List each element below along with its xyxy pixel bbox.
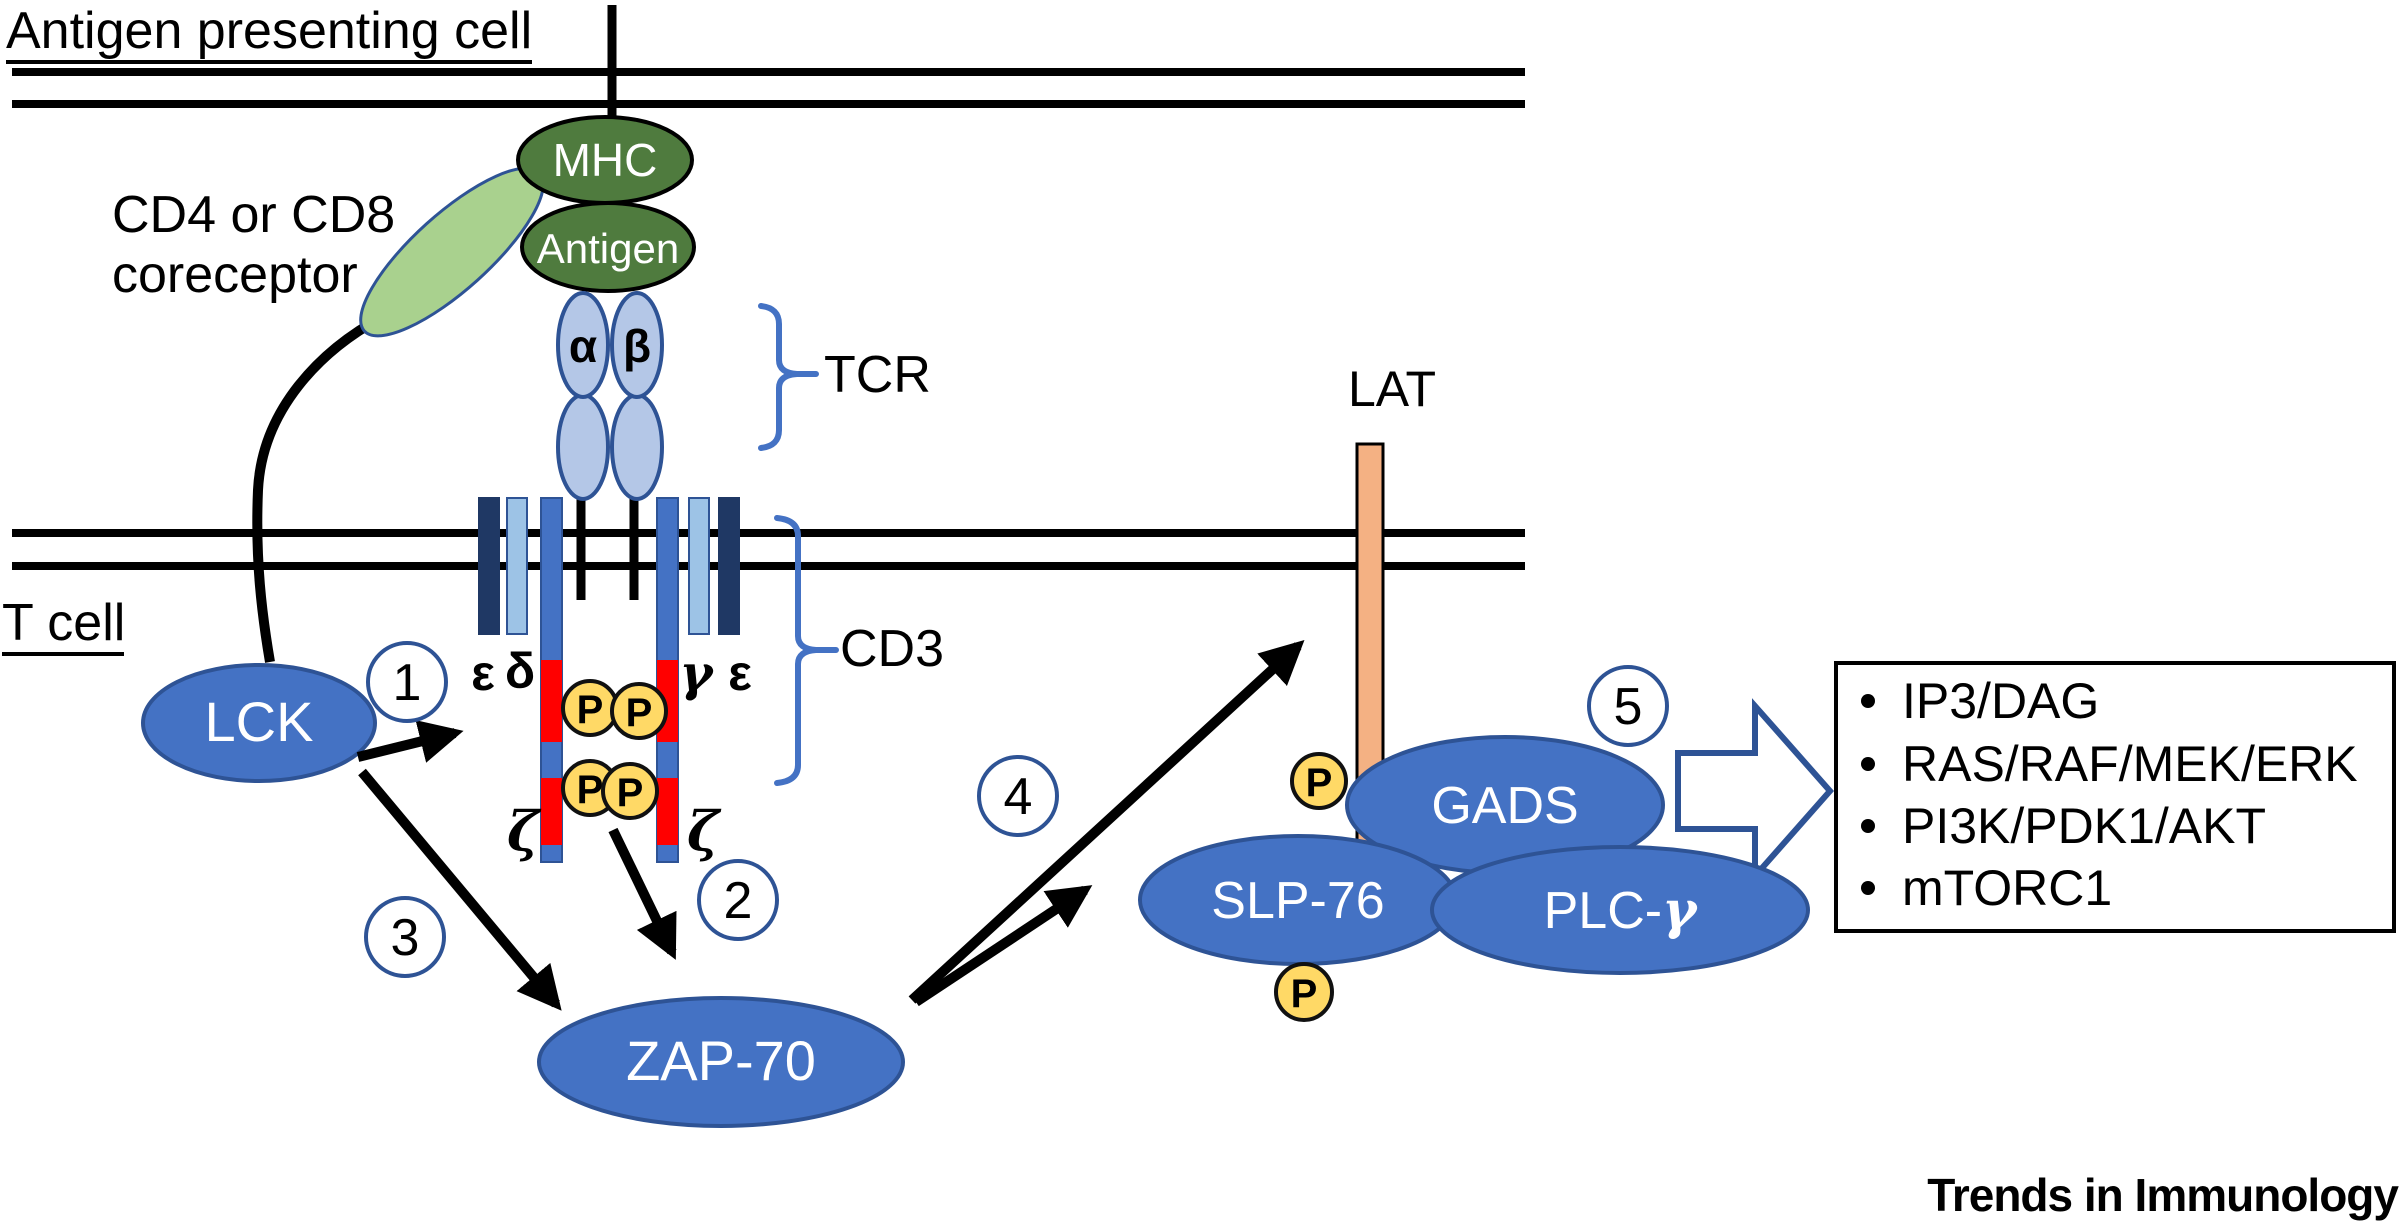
outputs-item-2: RAS/RAF/MEK/ERK [1902,736,2358,792]
tcr-label: TCR [824,346,931,404]
phospho-label: P [1306,761,1333,805]
phospho-circle-lat [1290,752,1348,810]
outputs-block-arrow [1675,698,1835,884]
outputs-box [1834,661,2396,933]
step-number-5: 5 [1614,678,1643,736]
tcr-beta-label: β [623,320,651,372]
mhc-label: MHC [553,134,658,186]
arrow-step4-to-lat [908,640,1305,1004]
phospho-label: P [577,688,604,732]
lck-label: LCK [205,690,314,753]
gads-label: GADS [1431,777,1578,835]
lck-ellipse [141,663,377,783]
step-circle-1 [366,641,448,723]
tcr-beta-lower-domain [610,393,664,501]
arrow-step4-to-slp76 [913,885,1093,1007]
zeta-left-itam-1 [541,660,562,742]
step-circle-3 [364,896,446,978]
phospho-circle-slp76 [1274,962,1334,1022]
phospho-circle-itam-2 [610,682,668,740]
tcr-beta-upper-domain [610,291,664,399]
outputs-item-1: IP3/DAG [1902,673,2099,729]
cd3-epsilon-left-label: ε [471,645,495,701]
zap70-ellipse [537,996,905,1128]
cd3-label: CD3 [840,620,944,678]
coreceptor-tail-line [252,311,387,663]
coreceptor-label-line2: coreceptor [112,246,358,304]
step-number-3: 3 [391,909,420,967]
antigen-label: Antigen [537,225,679,272]
cd3-epsilon-left-bar [478,497,500,635]
zeta-left-itam-2 [541,778,562,845]
phospho-label: P [626,691,653,735]
slp76-label: SLP-76 [1211,872,1384,930]
apc-label: Antigen presenting cell [6,2,532,60]
arrow-step2 [608,827,677,960]
bullet-dot-4 [1861,881,1875,895]
tcr-alpha-upper-domain [556,291,610,399]
cd3-gamma-bar [688,497,710,635]
cd3-epsilon-right-bar [718,497,740,635]
arrow-step3 [358,768,562,1011]
plc-label-prefix: PLC- [1544,882,1662,940]
step-circle-2 [697,859,779,941]
bullet-dot-2 [1861,757,1875,771]
bullet-dot-3 [1861,819,1875,833]
cd3-delta-bar [506,497,528,635]
lat-label: LAT [1348,361,1436,417]
arrow-step1 [356,720,464,763]
journal-credit: Trends in Immunology [1927,1169,2399,1221]
zeta-left-label: ζ [507,799,542,863]
tcell-label: T cell [2,594,125,652]
step-number-2: 2 [724,872,753,930]
zeta-right-itam-2 [657,778,678,845]
cd3-bracket [774,515,839,786]
outputs-item-3: PI3K/PDK1/AKT [1902,798,2266,854]
antigen-ellipse [520,201,696,293]
phospho-label: P [1291,972,1318,1016]
step-number-4: 4 [1004,768,1033,826]
plc-gamma-label: PLC-γ [1544,880,1699,941]
plc-gamma-ellipse [1430,845,1810,975]
coreceptor-label-line1: CD4 or CD8 [112,186,395,244]
bullet-dot-1 [1861,694,1875,708]
plc-label-gamma: γ [1662,880,1699,941]
cd3-epsilon-right-label: ε [728,645,752,701]
step-number-1: 1 [393,654,422,712]
zeta-right-label: ζ [687,799,722,863]
tcr-alpha-lower-domain [556,393,610,501]
phospho-label: P [577,768,604,812]
tcr-bracket [758,303,819,451]
phospho-circle-itam-4 [601,762,659,820]
step-circle-5 [1587,665,1669,747]
step-circle-4 [977,755,1059,837]
outputs-item-4: mTORC1 [1902,860,2112,916]
tcr-alpha-label: α [569,320,597,372]
cd3-delta-label: δ [505,643,535,699]
zap70-label: ZAP-70 [626,1029,816,1092]
cd3-gamma-label: γ [679,643,714,702]
phospho-label: P [617,771,644,815]
